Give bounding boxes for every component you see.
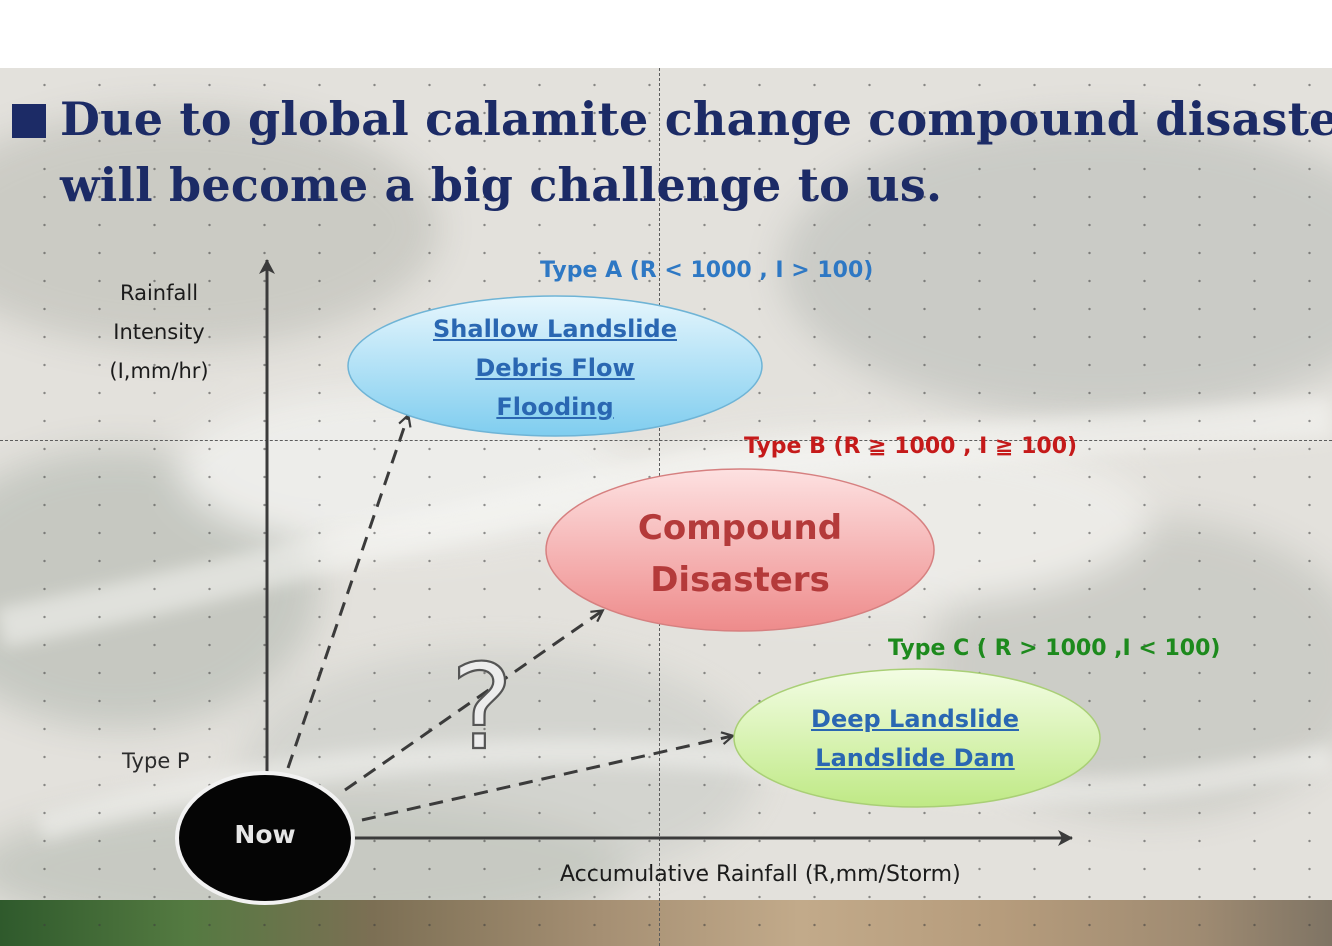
ellipse-type-b-text: Compound Disasters	[560, 502, 920, 606]
ellipse-type-c	[733, 668, 1101, 808]
now-label: Now	[234, 820, 296, 849]
y-axis-label-line: Intensity	[113, 320, 205, 344]
y-axis-label-line: Rainfall	[119, 281, 199, 305]
ellipse-type-a-text: Shallow Landslide Debris Flow Flooding	[380, 310, 730, 427]
y-axis-label-line: (I,mm/hr)	[109, 359, 209, 383]
ellipse-b-line: Disasters	[650, 560, 830, 600]
slide: Due to global calamite change compound d…	[0, 68, 1332, 946]
arrow-to-type-a	[286, 416, 408, 769]
guide-line-horizontal	[0, 440, 1332, 441]
ellipse-a-line: Shallow Landslide	[433, 315, 677, 343]
type-b-label: Type B (R ≧ 1000 , I ≧ 100)	[744, 434, 1078, 459]
ellipse-type-a	[347, 295, 763, 437]
x-axis-label: Accumulative Rainfall (R,mm/Storm)	[560, 862, 961, 887]
y-axis-label: Rainfall Intensity (I,mm/hr)	[84, 274, 234, 391]
title-line-2: will become a big challenge to us.	[60, 158, 943, 212]
question-mark: ?	[451, 638, 514, 776]
type-a-label: Type A (R < 1000 , I > 100)	[540, 258, 874, 283]
ellipse-c-line: Landslide Dam	[815, 744, 1015, 772]
title-bullet-square	[12, 104, 46, 138]
arrow-to-type-b	[344, 611, 602, 792]
type-p-label: Type P	[122, 749, 190, 773]
title-line-1: Due to global calamite change compound d…	[60, 92, 1332, 146]
now-ellipse	[175, 771, 355, 905]
diagram-canvas: ?	[175, 259, 1101, 905]
ellipse-a-line: Debris Flow	[475, 354, 635, 382]
ellipse-c-line: Deep Landslide	[811, 705, 1019, 733]
ellipse-a-line: Flooding	[496, 393, 614, 421]
ellipse-type-b	[545, 468, 935, 632]
arrow-to-type-c	[361, 736, 732, 822]
type-c-label: Type C ( R > 1000 ,I < 100)	[888, 636, 1221, 661]
ellipse-b-line: Compound	[637, 508, 843, 548]
ellipse-type-c-text: Deep Landslide Landslide Dam	[745, 700, 1085, 778]
